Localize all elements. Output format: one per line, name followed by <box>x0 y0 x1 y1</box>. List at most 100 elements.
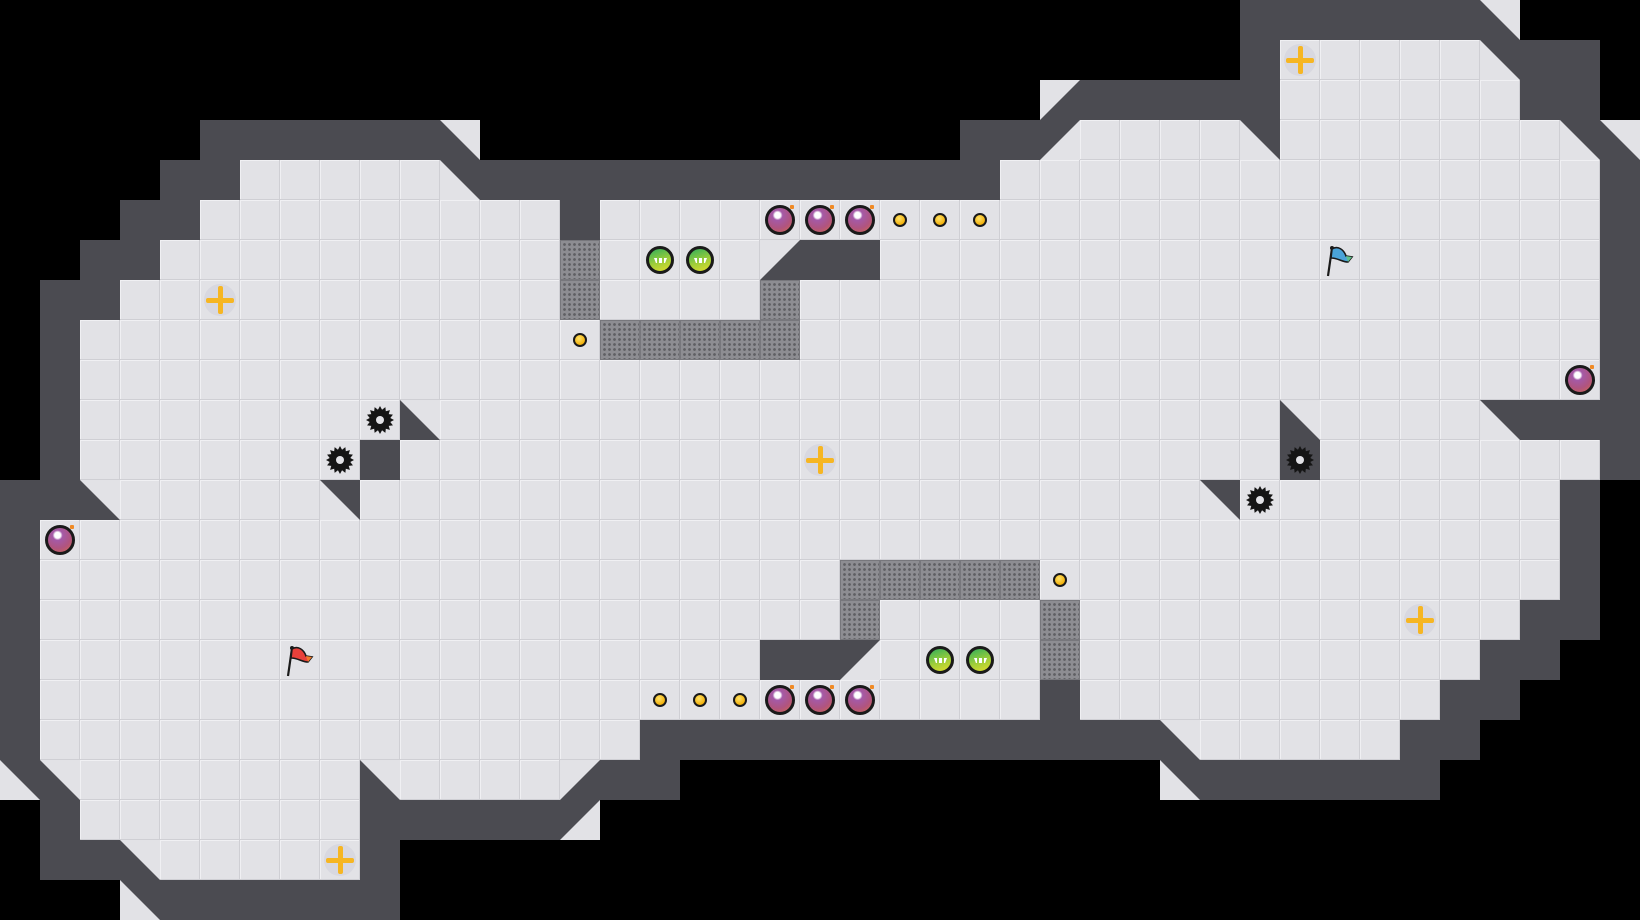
floor-tile <box>1280 160 1320 200</box>
floor-tile <box>280 600 320 640</box>
floor-tile <box>1520 320 1560 360</box>
floor-tile <box>240 840 280 880</box>
mine-gear-icon <box>1286 446 1314 474</box>
floor-tile <box>600 680 640 720</box>
floor-tile <box>320 200 360 240</box>
floor-tile <box>720 280 760 320</box>
floor-tile <box>520 440 560 480</box>
gold-cross-icon <box>804 444 836 476</box>
wall-tile <box>1280 0 1320 40</box>
floor-tile <box>960 400 1000 440</box>
wall-tile <box>520 800 560 840</box>
floor-tile <box>1520 240 1560 280</box>
floor-tile <box>200 360 240 400</box>
floor-tile <box>880 320 920 360</box>
slope-tile <box>440 120 480 160</box>
floor-tile <box>720 640 760 680</box>
floor-tile <box>1120 400 1160 440</box>
wall-tile <box>120 200 160 240</box>
floor-tile <box>520 560 560 600</box>
wall-tile <box>1000 120 1040 160</box>
slope-tile <box>0 760 40 800</box>
floor-tile <box>1280 680 1320 720</box>
floor-tile <box>480 760 520 800</box>
wall-tile <box>1560 600 1600 640</box>
floor-tile <box>1360 400 1400 440</box>
floor-tile <box>760 360 800 400</box>
floor-tile <box>880 440 920 480</box>
floor-tile <box>1280 240 1320 280</box>
floor-tile <box>280 840 320 880</box>
wall-tile <box>600 760 640 800</box>
wall-tile <box>1600 280 1640 320</box>
floor-tile <box>200 560 240 600</box>
floor-tile <box>560 400 600 440</box>
slope-triangle <box>1280 400 1320 440</box>
floor-tile <box>920 240 960 280</box>
floor-tile <box>1520 360 1560 400</box>
floor-tile <box>40 600 80 640</box>
wall-tile <box>1080 720 1120 760</box>
floor-tile <box>480 400 520 440</box>
floor-tile <box>1200 400 1240 440</box>
green-drone-icon <box>686 246 714 274</box>
floor-tile <box>40 680 80 720</box>
floor-tile <box>1560 280 1600 320</box>
floor-tile <box>1400 280 1440 320</box>
floor-tile <box>640 200 680 240</box>
floor-tile <box>320 160 360 200</box>
floor-tile <box>1200 600 1240 640</box>
floor-tile <box>1040 360 1080 400</box>
floor-tile <box>1240 560 1280 600</box>
floor-tile <box>280 720 320 760</box>
floor-tile <box>560 480 600 520</box>
grey-block-tile <box>840 560 880 600</box>
floor-tile <box>1280 480 1320 520</box>
floor-tile <box>1200 360 1240 400</box>
floor-tile <box>320 640 360 680</box>
wall-tile <box>400 800 440 840</box>
floor-tile <box>1120 520 1160 560</box>
floor-tile <box>600 400 640 440</box>
floor-tile <box>240 600 280 640</box>
floor-tile <box>1080 120 1120 160</box>
slope-triangle <box>1040 80 1080 120</box>
floor-tile <box>160 520 200 560</box>
floor-tile <box>1360 160 1400 200</box>
floor-tile <box>200 400 240 440</box>
floor-tile <box>1360 120 1400 160</box>
floor-tile <box>440 280 480 320</box>
floor-tile <box>1400 40 1440 80</box>
wall-tile <box>1240 0 1280 40</box>
floor-tile <box>1400 360 1440 400</box>
floor-tile <box>1440 400 1480 440</box>
floor-tile <box>1120 440 1160 480</box>
wall-tile <box>0 680 40 720</box>
floor-tile <box>200 720 240 760</box>
floor-tile <box>920 520 960 560</box>
wall-tile <box>1360 760 1400 800</box>
grey-block-tile <box>560 240 600 280</box>
floor-tile <box>680 360 720 400</box>
slope-triangle <box>1480 40 1520 80</box>
gold-coin-icon <box>1053 573 1067 587</box>
floor-tile <box>880 480 920 520</box>
slope-tile <box>80 480 120 520</box>
red-flag-icon <box>280 640 320 680</box>
floor-tile <box>840 480 880 520</box>
floor-tile <box>1520 480 1560 520</box>
slope-tile <box>560 760 600 800</box>
floor-tile <box>1520 560 1560 600</box>
wall-tile <box>1520 80 1560 120</box>
slope-triangle <box>120 880 160 920</box>
floor-tile <box>1120 280 1160 320</box>
floor-tile <box>40 640 80 680</box>
floor-tile <box>1120 360 1160 400</box>
floor-tile <box>600 720 640 760</box>
slope-triangle <box>840 640 880 680</box>
slope-tile <box>1560 120 1600 160</box>
slope-tile <box>1280 400 1320 440</box>
floor-tile <box>760 520 800 560</box>
wall-tile <box>1200 760 1240 800</box>
